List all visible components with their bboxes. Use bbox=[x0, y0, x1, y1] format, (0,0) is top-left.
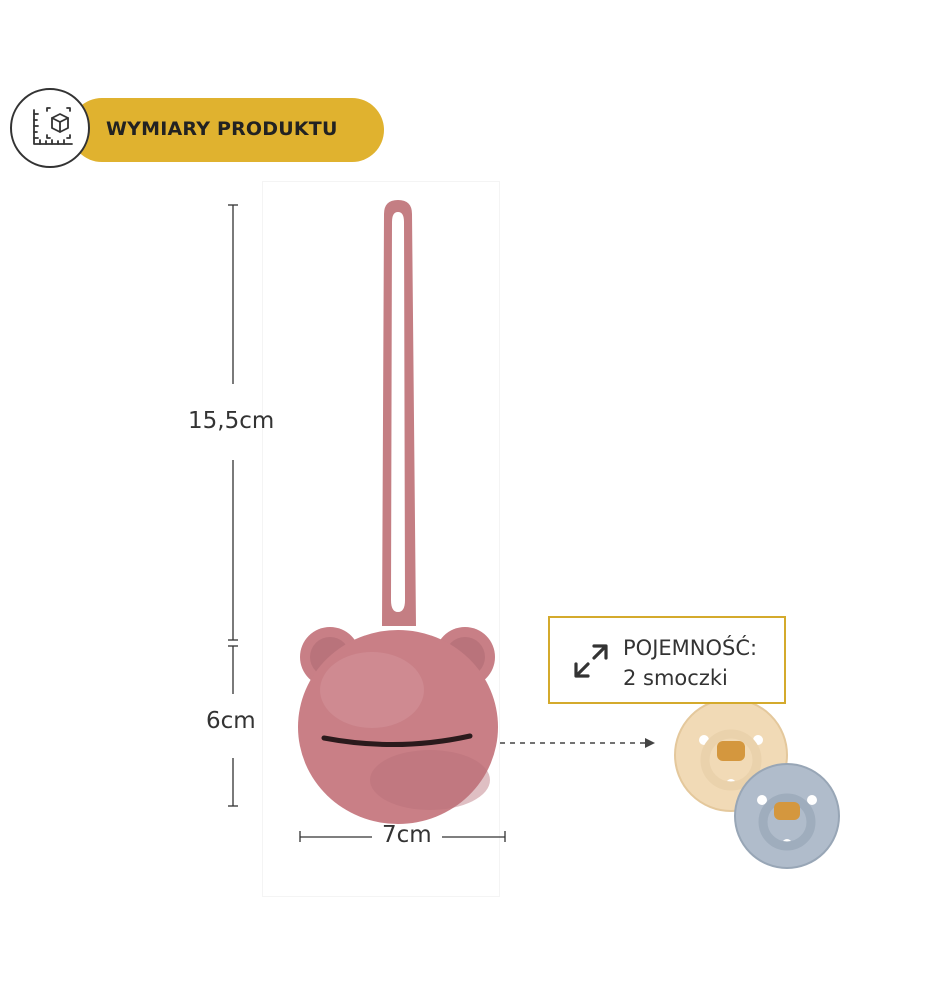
bear-head-shade bbox=[370, 750, 490, 810]
pacifier-grey bbox=[734, 763, 840, 869]
resize-arrows-icon bbox=[574, 644, 608, 678]
strap-slot bbox=[391, 212, 405, 612]
height-dimension-line bbox=[228, 204, 238, 641]
bear-head-highlight bbox=[320, 652, 424, 728]
capacity-box bbox=[548, 616, 786, 704]
capacity-title: POJEMNOŚĆ: bbox=[623, 636, 758, 660]
header-badge-label: WYMIARY PRODUKTU bbox=[106, 118, 338, 140]
bear-mouth-slit bbox=[321, 733, 473, 748]
width-label: 7cm bbox=[382, 822, 432, 848]
capacity-pointer-arrow bbox=[500, 738, 655, 748]
product-frame bbox=[262, 181, 500, 897]
depth-dimension-line bbox=[228, 645, 238, 807]
height-label: 15,5cm bbox=[188, 408, 275, 434]
header-badge bbox=[70, 98, 384, 162]
depth-label: 6cm bbox=[206, 708, 256, 734]
width-dimension-line bbox=[299, 831, 506, 842]
badge-icon-circle bbox=[10, 88, 90, 168]
dimensions-cube-icon bbox=[33, 107, 73, 145]
capacity-value: 2 smoczki bbox=[623, 666, 728, 690]
